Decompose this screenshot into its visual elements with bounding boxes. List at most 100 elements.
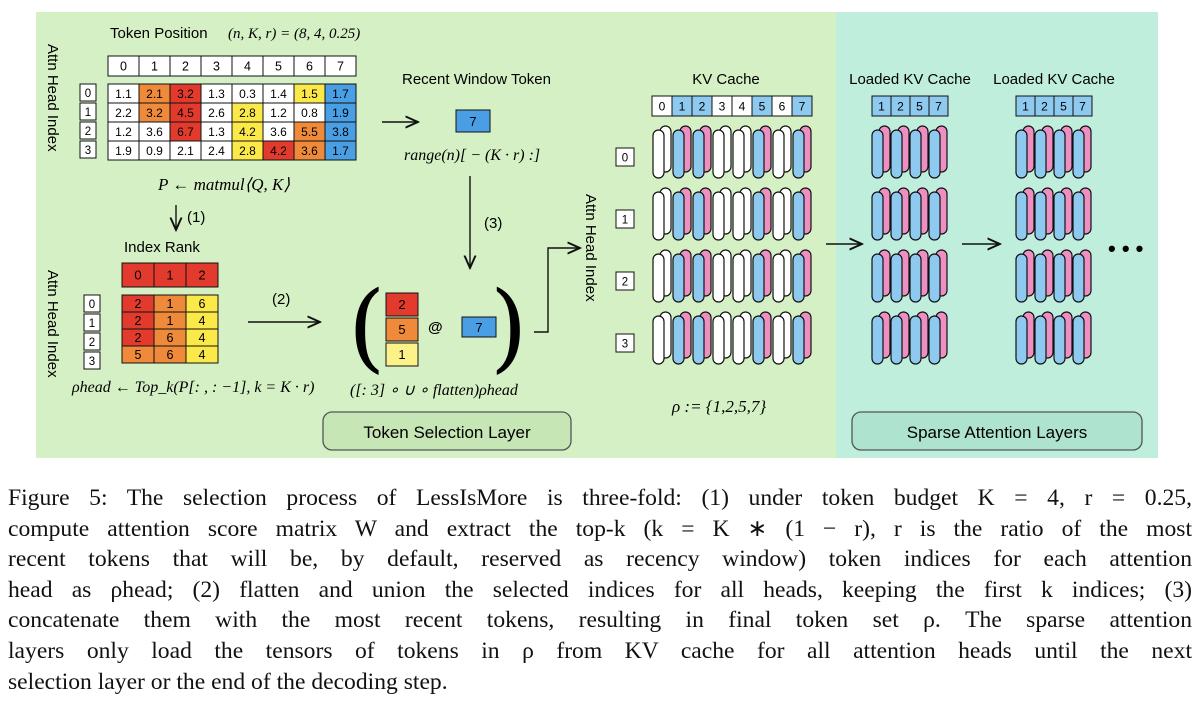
rank-cell-label: 2: [135, 297, 142, 311]
head-index-cell: [83, 294, 101, 313]
kv-value-tensor: [792, 315, 805, 365]
kv-value-tensor: [712, 315, 725, 365]
caption-line: Figure 5: The selection process of LessI…: [8, 485, 1192, 511]
attn-head-index-label-top: Attn Head Index: [44, 44, 61, 152]
head-index-cell: [79, 121, 97, 140]
loaded-value-tensor: [1053, 191, 1066, 241]
score-cell-label: 4.5: [177, 106, 194, 120]
concat-cell-label: 2: [398, 297, 405, 312]
rank-header-cell-label: 0: [134, 268, 141, 283]
score-cell-label: 3.6: [270, 125, 287, 139]
score-cell-label: 4.2: [239, 125, 256, 139]
rank-header-cell: [153, 262, 187, 288]
rank-header-cell-label: 1: [166, 268, 173, 283]
loaded-value-tensor: [928, 129, 941, 179]
loaded-token-cell-label: 5: [916, 100, 923, 114]
kv-head-cell: [615, 147, 635, 167]
score-cell-label: 1.7: [332, 144, 349, 158]
rank-header-cell-label: 2: [198, 268, 205, 283]
score-cell-label: 2.6: [208, 106, 225, 120]
score-cell-label: 0.3: [239, 87, 256, 101]
rank-cell-label: 2: [135, 331, 142, 345]
kv-value-tensor: [692, 129, 705, 179]
flatten-formula: ([: 3] ∘ ∪ ∘ flatten)ρhead: [350, 382, 519, 399]
loaded-token-cell: [1072, 95, 1093, 117]
loaded-kv-cache-title-1: Loaded KV Cache: [849, 71, 971, 88]
caption-line: head as ρhead; (2) flatten and union the…: [8, 576, 1192, 603]
caption-line: layers only load the tensors of tokens i…: [8, 637, 1192, 664]
head-index-cell-label: 3: [89, 356, 95, 368]
loaded-value-tensor: [1053, 315, 1066, 365]
kv-value-tensor: [712, 129, 725, 179]
concat-cell: [385, 292, 419, 317]
concat-recent-token-label: 7: [475, 320, 482, 335]
head-index-cell-label: 0: [85, 88, 91, 100]
loaded-value-tensor: [909, 191, 922, 241]
head-index-cell: [83, 351, 101, 370]
loaded-value-tensor: [1015, 129, 1028, 179]
kv-value-tensor: [772, 129, 785, 179]
loaded-value-tensor: [890, 191, 903, 241]
loaded-value-tensor: [909, 129, 922, 179]
kv-value-tensor: [652, 253, 665, 303]
token-selection-label-box: [322, 411, 572, 451]
step3-label: (3): [484, 215, 502, 232]
paren-open: (: [348, 271, 385, 383]
token-position-title: Token Position: [110, 25, 208, 42]
sparse-attention-panel: [836, 12, 1158, 458]
loaded-value-tensor: [890, 253, 903, 303]
kv-token-cell-label: 4: [739, 100, 746, 114]
rank-cell-label: 1: [167, 314, 174, 328]
loaded-token-cell-label: 7: [1079, 100, 1086, 114]
to-kv-arrow: [534, 248, 580, 333]
score-cell-label: 2.4: [208, 144, 225, 158]
head-index-cell: [83, 313, 101, 332]
score-cell-label: 1.2: [115, 125, 132, 139]
score-cell-label: 1.3: [208, 125, 225, 139]
kv-value-tensor: [652, 129, 665, 179]
recent-window-token: [455, 109, 491, 133]
kv-token-cell-label: 1: [679, 100, 686, 114]
score-cell-label: 2.1: [177, 144, 194, 158]
head-index-cell: [79, 102, 97, 121]
score-cell-label: 3.2: [146, 106, 163, 120]
loaded-value-tensor: [890, 315, 903, 365]
kv-value-tensor: [792, 191, 805, 241]
position-cell: [324, 55, 357, 77]
head-index-cell-label: 2: [89, 337, 95, 349]
loaded-value-tensor: [1072, 191, 1085, 241]
position-cell-label: 4: [244, 60, 251, 74]
attn-head-index-label-kv: Attn Head Index: [582, 194, 599, 302]
position-cell-label: 0: [120, 60, 127, 74]
concat-recent-token: [461, 316, 497, 338]
loaded-value-tensor: [871, 191, 884, 241]
head-index-cell-label: 1: [89, 318, 95, 330]
loaded-value-tensor: [1015, 253, 1028, 303]
loaded-value-tensor: [928, 191, 941, 241]
position-cell-label: 3: [213, 60, 220, 74]
loaded-value-tensor: [1015, 315, 1028, 365]
caption-line: concatenate them with the most recent to…: [8, 607, 1192, 634]
kv-head-cell: [615, 333, 635, 353]
kv-token-cell-label: 6: [779, 100, 786, 114]
token-position-params: (n, K, r) = (8, 4, 0.25): [228, 26, 360, 42]
step2-label: (2): [272, 291, 290, 308]
kv-value-tensor: [772, 191, 785, 241]
loaded-token-cell-label: 7: [935, 100, 942, 114]
concat-cell-label: 1: [398, 347, 405, 362]
concat-op: @: [428, 319, 443, 336]
rank-header-cell: [121, 262, 155, 288]
kv-value-tensor: [732, 191, 745, 241]
concat-cell-label: 5: [398, 322, 405, 337]
kv-value-tensor: [772, 253, 785, 303]
step1-label: (1): [187, 209, 205, 226]
loaded-token-cell-label: 1: [1022, 100, 1029, 114]
loaded-value-tensor: [1015, 191, 1028, 241]
kv-token-cell-label: 0: [659, 100, 666, 114]
loaded-value-tensor: [1053, 253, 1066, 303]
kv-cache-tensors: [652, 125, 812, 365]
